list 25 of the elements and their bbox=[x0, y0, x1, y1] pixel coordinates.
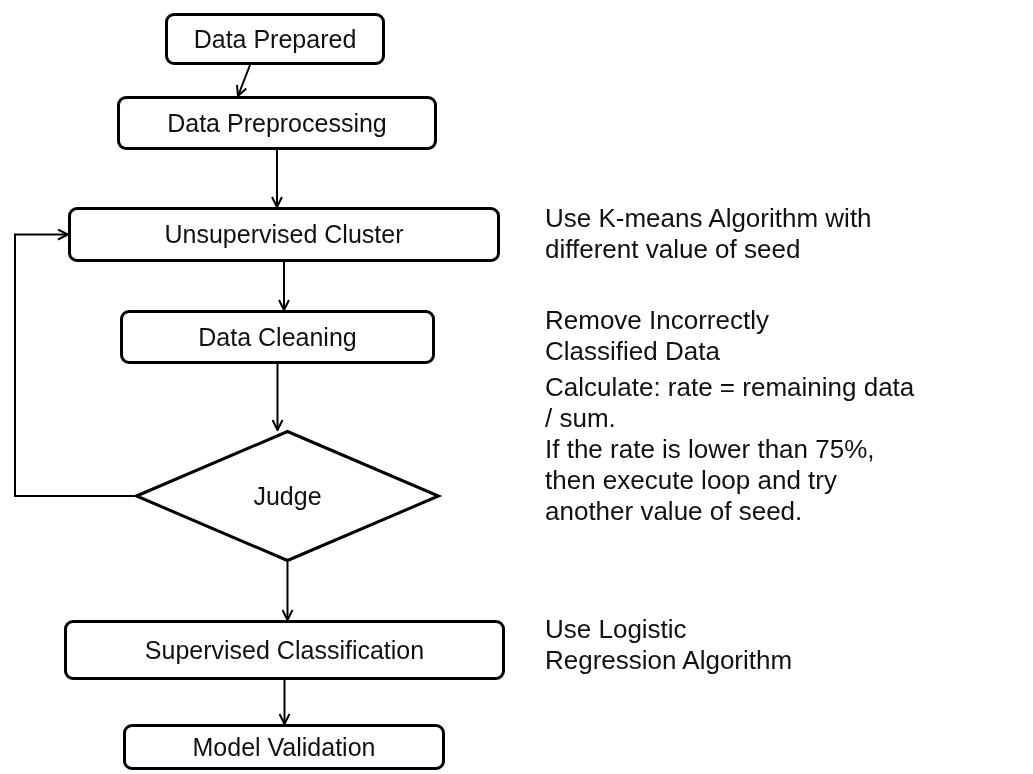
process-box bbox=[120, 310, 435, 364]
node-label: Unsupervised Cluster bbox=[164, 220, 404, 249]
arrow bbox=[281, 561, 294, 621]
annotation-text: Remove Incorrectly Classified Data bbox=[545, 305, 770, 367]
arrow bbox=[278, 261, 290, 311]
process-box bbox=[64, 620, 505, 680]
process-box bbox=[165, 13, 385, 65]
process-box bbox=[123, 724, 445, 770]
node-label: Judge bbox=[253, 481, 322, 511]
process-box bbox=[117, 96, 437, 150]
arrow bbox=[14, 228, 136, 497]
arrow bbox=[271, 363, 284, 431]
annotation-text: Use Logistic Regression Algorithm bbox=[545, 614, 794, 676]
annotation-text: Use K-means Algorithm with different value of seed bbox=[545, 203, 873, 265]
node-label: Data Prepared bbox=[193, 24, 357, 54]
annotation-text: If the rate is lower than 75%, then execute loop and try another value of seed. bbox=[545, 434, 876, 527]
arrow bbox=[235, 64, 251, 97]
arrow bbox=[271, 149, 283, 208]
process-box bbox=[68, 207, 500, 262]
node-label: Model Validation bbox=[192, 732, 376, 762]
node-label: Data Cleaning bbox=[198, 322, 357, 352]
node-label: Data Preprocessing bbox=[167, 108, 387, 138]
node-label: Supervised Classification bbox=[144, 635, 425, 665]
annotation-text: Calculate: rate = remaining data / sum. bbox=[545, 372, 915, 434]
arrow bbox=[278, 679, 291, 725]
